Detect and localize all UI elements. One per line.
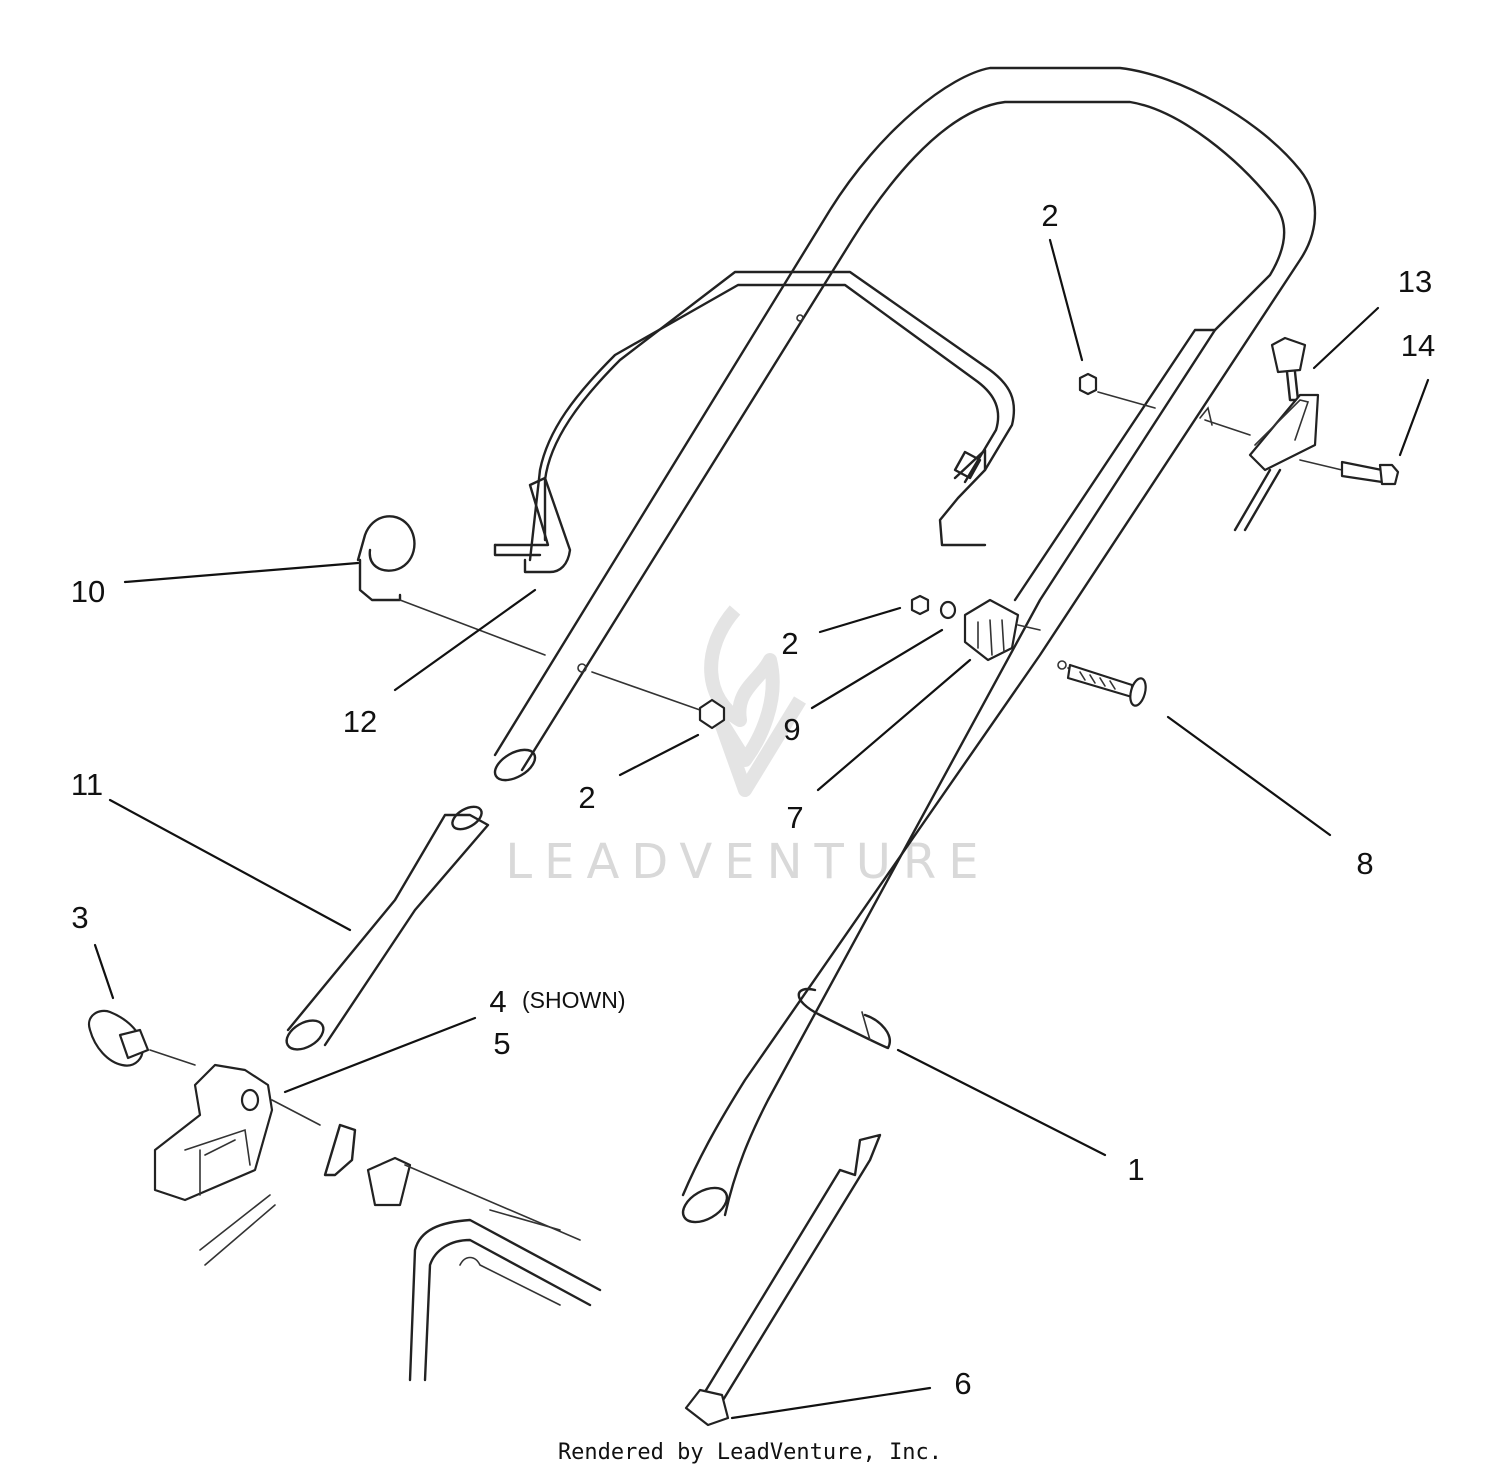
part-3-knob xyxy=(87,1009,196,1067)
callout-12: 12 xyxy=(343,704,377,739)
callout-5: 5 xyxy=(493,1026,510,1061)
callout-13: 13 xyxy=(1398,264,1432,299)
callout-2-upper: 2 xyxy=(1041,198,1058,233)
callout-8: 8 xyxy=(1356,846,1373,881)
callout-4-note: (SHOWN) xyxy=(522,987,625,1013)
callout-4: 4 xyxy=(489,984,506,1019)
callout-2-mid: 2 xyxy=(781,626,798,661)
part-2-nut-upper xyxy=(1078,372,1098,396)
callout-2-lower: 2 xyxy=(578,780,595,815)
part-10-hairpin-clip xyxy=(356,515,546,656)
part-9-washer xyxy=(939,600,957,620)
callout-6: 6 xyxy=(954,1366,971,1401)
hardware xyxy=(591,372,1156,730)
part-4-handle-bracket xyxy=(153,1063,321,1202)
part-14-bolt xyxy=(1299,459,1400,486)
watermark-text: LEADVENTURE xyxy=(505,834,990,890)
callouts: 2 13 14 10 2 12 9 2 11 7 8 3 4 (SHOWN) 5… xyxy=(71,198,1435,1401)
part-1-upper-handle xyxy=(493,66,1317,1224)
part-11-lower-handle xyxy=(285,805,490,1051)
leader-lines xyxy=(93,238,1430,1420)
callout-14: 14 xyxy=(1401,328,1435,363)
part-12-control-bail xyxy=(493,270,1016,574)
part-2-nut-lower xyxy=(698,698,726,730)
callout-1: 1 xyxy=(1127,1152,1144,1187)
part-2-nut-mid xyxy=(910,594,930,616)
watermark-flame-logo xyxy=(704,605,806,797)
part-6-cable-tie xyxy=(684,1133,882,1427)
strap-clip xyxy=(797,987,891,1050)
part-13-shift-lever xyxy=(1199,336,1320,532)
part-8-carriage-bolt xyxy=(1066,663,1134,699)
callout-3: 3 xyxy=(71,900,88,935)
render-credit: Rendered by LeadVenture, Inc. xyxy=(557,1440,943,1465)
callout-10: 10 xyxy=(71,574,105,609)
callout-9: 9 xyxy=(783,712,800,747)
callout-11: 11 xyxy=(71,767,103,802)
watermark: LEADVENTURE xyxy=(505,605,990,890)
mower-deck-fragment xyxy=(199,1123,602,1382)
callout-7: 7 xyxy=(786,800,803,835)
